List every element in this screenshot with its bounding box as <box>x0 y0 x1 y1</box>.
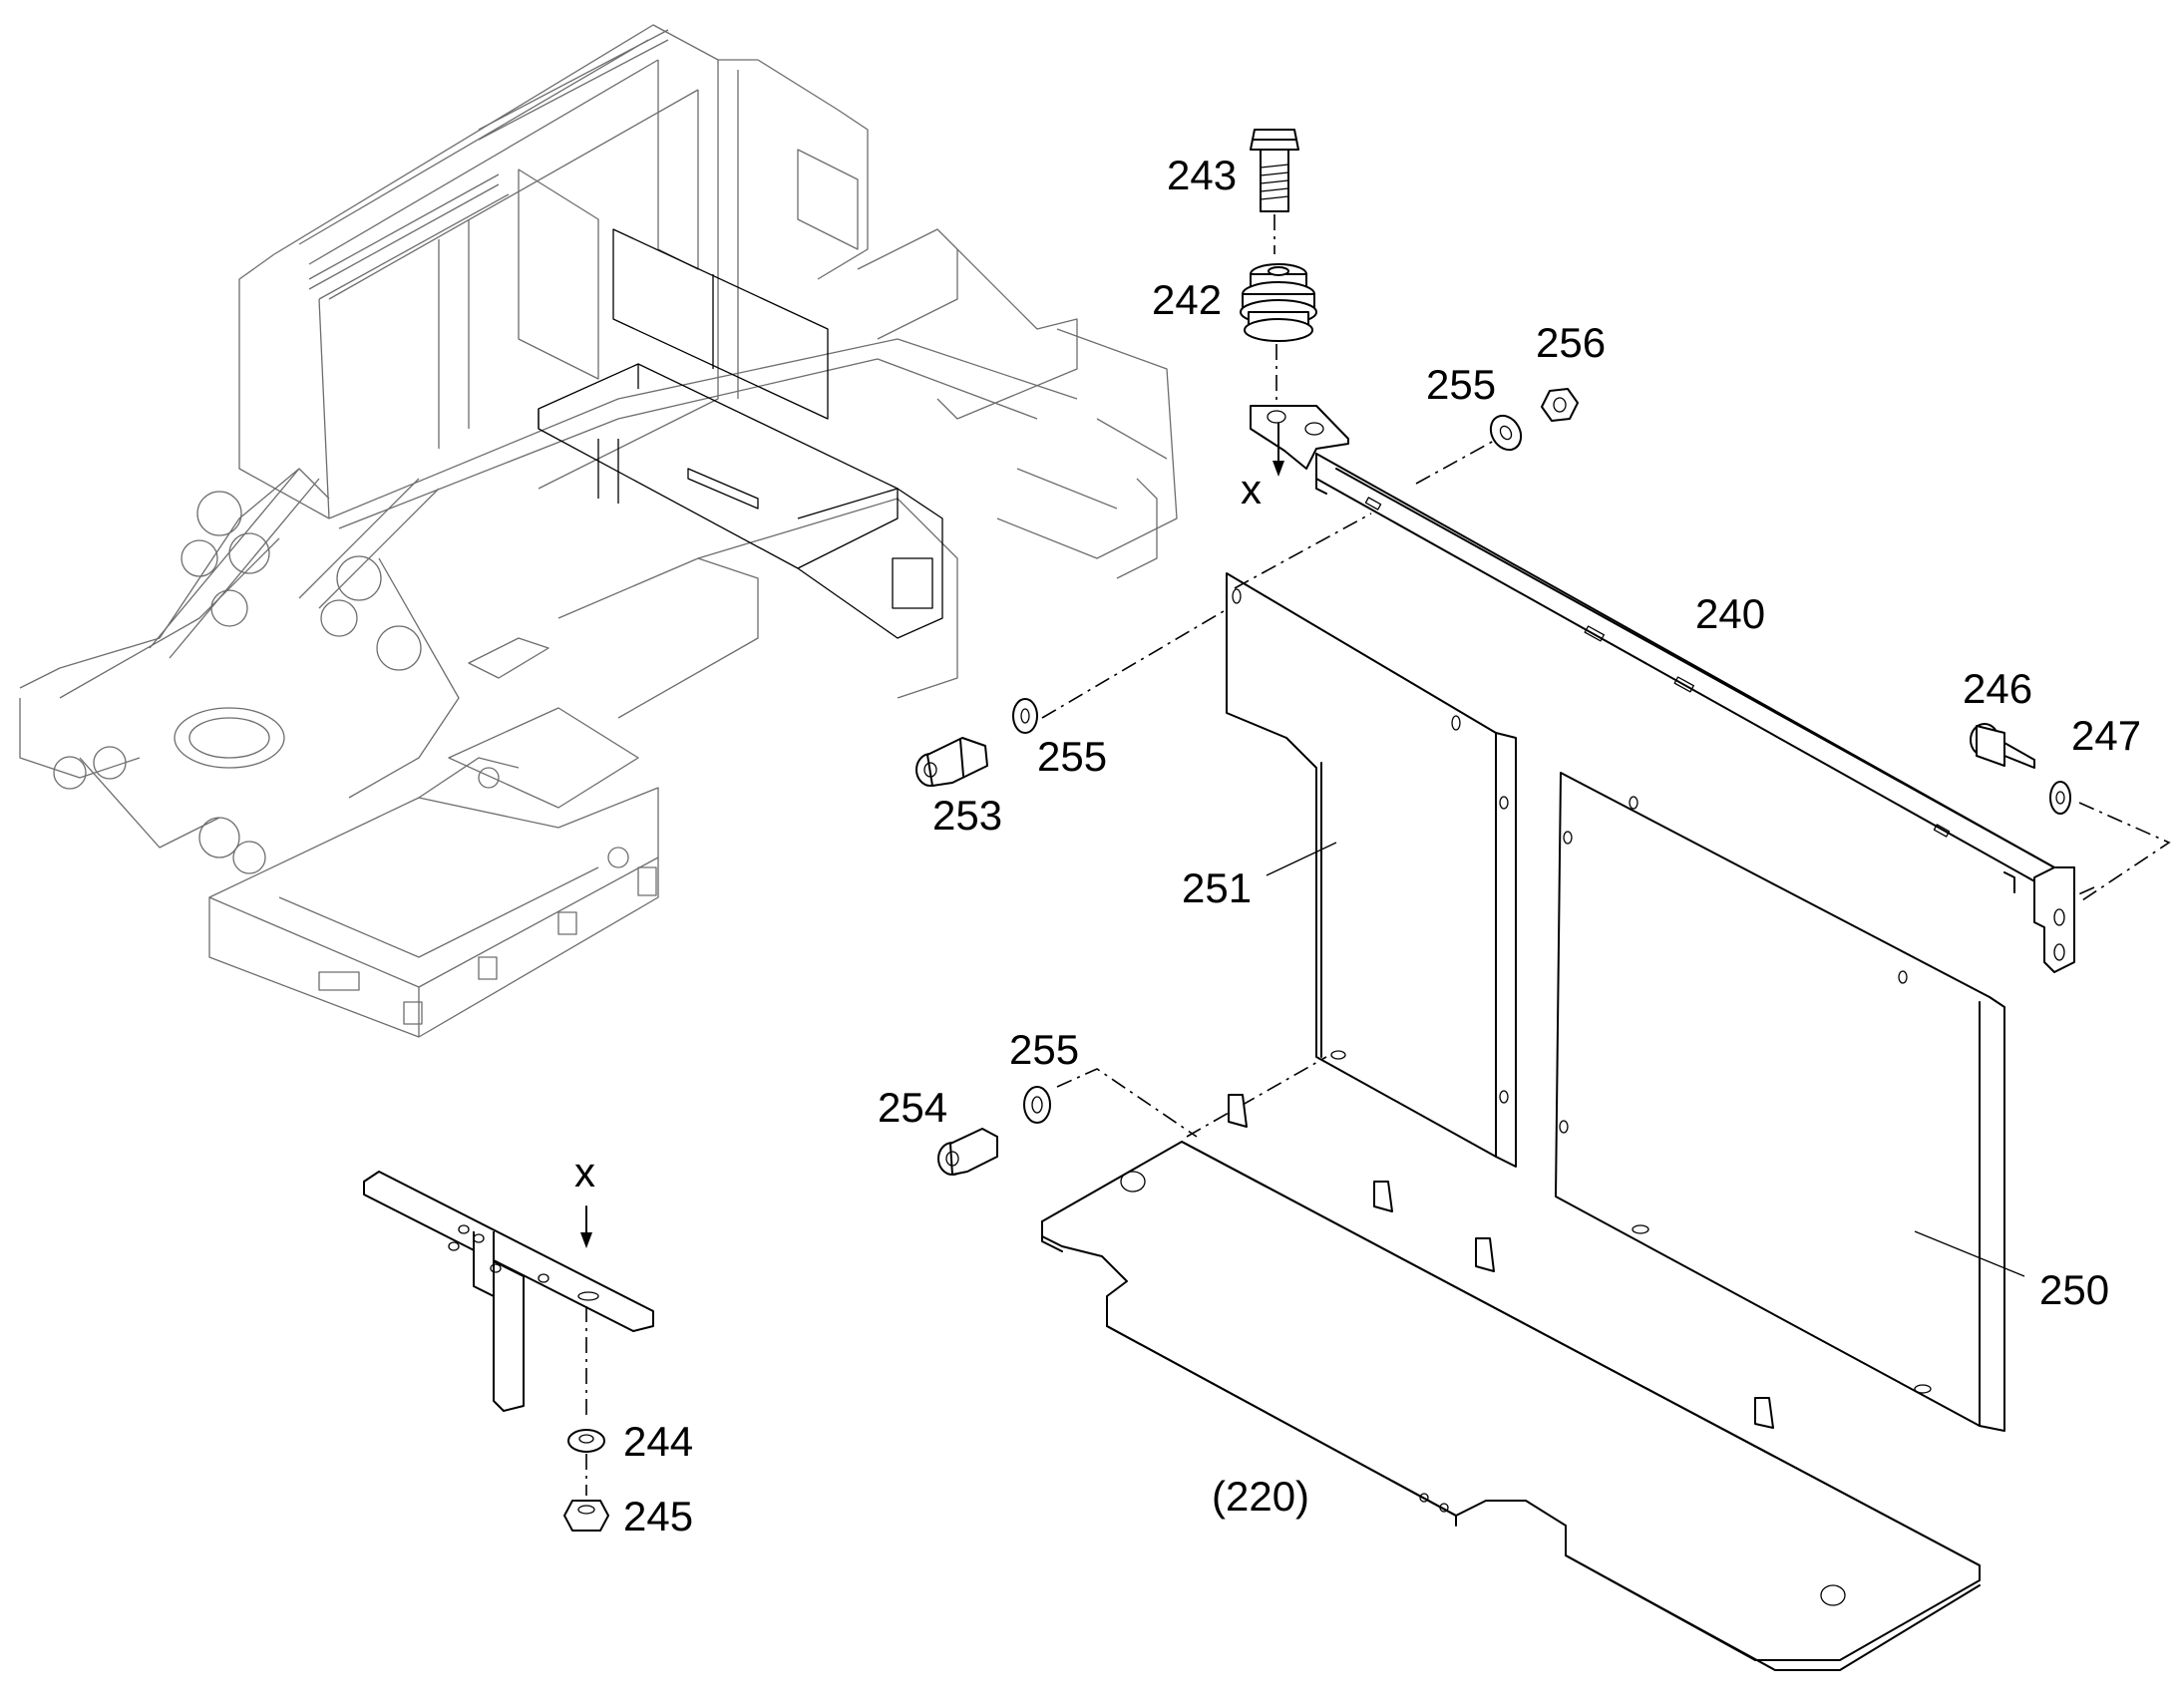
axis-line-255-240 <box>1415 440 1495 485</box>
callout-253: 253 <box>932 792 1002 839</box>
callout-254: 254 <box>878 1084 947 1131</box>
callout-242: 242 <box>1152 276 1222 323</box>
upper-carriage-frame-icon <box>19 24 1178 1038</box>
direction-arrow-bottom: x <box>574 1149 595 1248</box>
socket-head-screw-icon <box>937 1128 998 1176</box>
axis-line-247-lower <box>2075 886 2095 896</box>
callout-255-middle: 255 <box>1037 733 1107 780</box>
callout-220-reference: (220) <box>1212 1473 1309 1520</box>
callout-250: 250 <box>2039 1266 2109 1313</box>
hex-bolt-icon <box>1250 129 1299 212</box>
callout-246: 246 <box>1963 665 2032 712</box>
rubber-mount-icon <box>1240 263 1317 342</box>
axis-line-247 <box>2078 802 2171 903</box>
callout-255-upper: 255 <box>1426 361 1496 408</box>
lower-bracket <box>363 1171 654 1412</box>
socket-head-screw-icon <box>1970 723 2035 769</box>
panel-250 <box>1555 772 2005 1432</box>
direction-x-bottom: x <box>574 1149 595 1196</box>
hex-nut-icon <box>563 1500 609 1532</box>
axis-line-253-251 <box>1041 607 1230 719</box>
callout-247: 247 <box>2071 712 2141 759</box>
callout-255-lower: 255 <box>1009 1026 1079 1073</box>
panel-251 <box>1226 572 1517 1168</box>
direction-arrow-top: x <box>1241 423 1284 512</box>
callout-240: 240 <box>1695 590 1765 637</box>
washer-icon <box>1012 698 1038 734</box>
callout-245: 245 <box>623 1493 693 1539</box>
axis-line-251-240 <box>1234 512 1372 589</box>
leader-250 <box>1914 1230 2025 1277</box>
washer-icon <box>2049 781 2071 815</box>
callout-244: 244 <box>623 1418 693 1465</box>
washer-icon <box>1023 1086 1051 1124</box>
callout-251: 251 <box>1182 864 1252 911</box>
leader-251 <box>1266 842 1337 876</box>
axis-line-254-220 <box>1056 1068 1198 1138</box>
floor-plate-220 <box>1041 1094 1981 1671</box>
washer-icon <box>1489 414 1523 452</box>
washer-icon <box>567 1429 605 1453</box>
direction-x-top: x <box>1241 466 1262 512</box>
callout-243: 243 <box>1167 152 1237 198</box>
callout-256: 256 <box>1536 319 1606 366</box>
socket-head-screw-icon <box>915 737 988 787</box>
axis-line-220-251 <box>1186 1056 1327 1138</box>
bracket-240 <box>1250 405 2075 973</box>
hex-nut-icon <box>1541 388 1579 422</box>
